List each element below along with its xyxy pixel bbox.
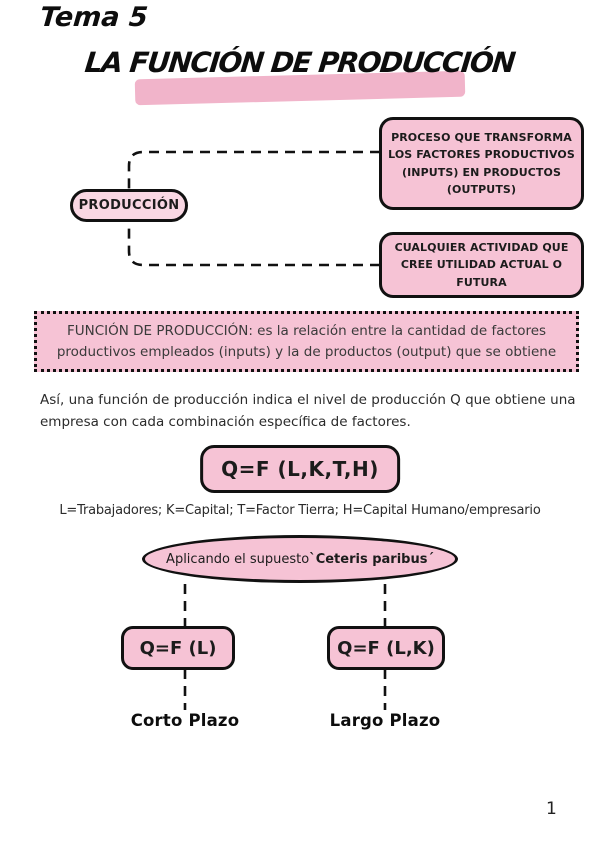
branch-connector-bottom xyxy=(127,210,380,267)
page-number: 1 xyxy=(546,799,557,819)
page-title-text: LA FUNCIÓN DE PRODUCCIÓN xyxy=(83,46,517,79)
general-formula-box: Q=F (L,K,T,H) xyxy=(200,445,400,493)
body-paragraph: Así, una función de producción indica el… xyxy=(40,392,576,431)
short-run-label: Corto Plazo xyxy=(130,711,240,730)
definition-box: FUNCIÓN DE PRODUCCIÓN: es la relación en… xyxy=(34,311,579,372)
branch-box-process-label: PROCESO QUE TRANSFORMA LOS FACTORES PROD… xyxy=(388,131,575,196)
branch-box-process: PROCESO QUE TRANSFORMA LOS FACTORES PROD… xyxy=(379,117,584,210)
long-run-formula-text: Q=F (L,K) xyxy=(337,637,435,659)
definition-text: FUNCIÓN DE PRODUCCIÓN: es la relación en… xyxy=(56,322,557,360)
general-formula-text: Q=F (L,K,T,H) xyxy=(221,457,379,481)
branch-connector-top xyxy=(127,150,380,200)
short-run-formula-text: Q=F (L) xyxy=(139,637,217,659)
long-run-label: Largo Plazo xyxy=(329,711,441,730)
short-run-formula-box: Q=F (L) xyxy=(121,626,235,670)
formula-legend: L=Trabajadores; K=Capital; T=Factor Tier… xyxy=(59,503,541,518)
assumption-prefix: Aplicando el supuesto xyxy=(166,551,310,567)
branch-box-utility-label: CUALQUIER ACTIVIDAD QUE CREE UTILIDAD AC… xyxy=(394,241,569,289)
production-root-node: PRODUCCIÓN xyxy=(70,189,188,222)
production-root-label: PRODUCCIÓN xyxy=(78,198,180,213)
branch-box-utility: CUALQUIER ACTIVIDAD QUE CREE UTILIDAD AC… xyxy=(379,232,584,298)
assumption-emphasis: `Ceteris paribus´ xyxy=(309,551,434,567)
page-title: LA FUNCIÓN DE PRODUCCIÓN xyxy=(0,46,600,106)
long-run-formula-box: Q=F (L,K) xyxy=(327,626,445,670)
ceteris-paribus-node: Aplicando el supuesto `Ceteris paribus´ xyxy=(142,535,458,583)
